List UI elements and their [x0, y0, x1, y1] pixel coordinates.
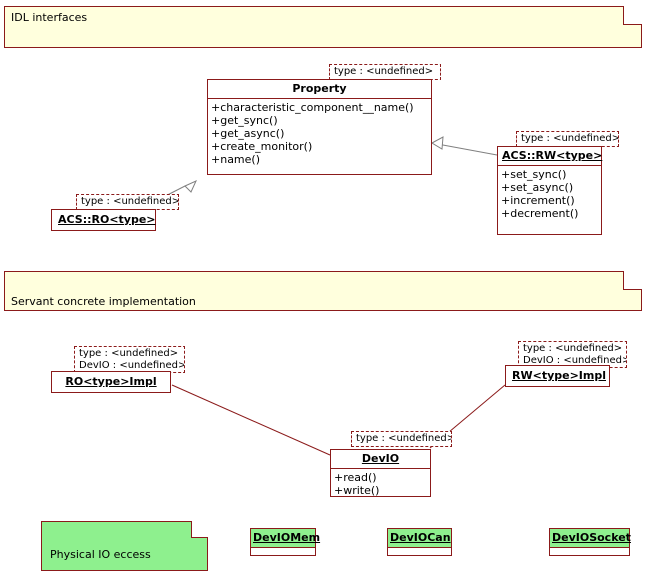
class-deviocan: DevIOCan	[387, 528, 452, 548]
note-physical-io-label: Physical IO eccess	[50, 548, 151, 561]
class-property-operations: +characteristic_component__name() +get_s…	[208, 99, 431, 169]
tag-devio-fold	[451, 431, 463, 447]
class-acs-ro-title: ACS::RO<type>	[58, 213, 156, 226]
tag-acs-rw-type-text: type : <undefined>	[521, 133, 621, 144]
class-property-op-1: +get_sync()	[211, 114, 278, 127]
class-acs-rw-op-0: +set_sync()	[501, 168, 567, 181]
tag-rw-impl-fold	[626, 341, 638, 368]
tag-ro-impl-line-1: DevIO : <undefined>	[79, 360, 187, 371]
class-property-op-3: +create_monitor()	[211, 140, 313, 153]
class-acs-rw-operations: +set_sync() +set_async() +increment() +d…	[498, 166, 601, 223]
class-property-separator	[208, 98, 431, 99]
class-devio: DevIO +read() +write()	[330, 449, 431, 497]
class-property-op-0: +characteristic_component__name()	[211, 101, 414, 114]
class-acs-rw-op-2: +increment()	[501, 194, 575, 207]
class-deviosocket-body	[549, 548, 630, 556]
class-devio-separator	[331, 468, 430, 469]
package-idl-interfaces: IDL interfaces	[4, 6, 642, 48]
class-acs-rw: ACS::RW<type> +set_sync() +set_async() +…	[497, 146, 602, 235]
package-fold-corner	[623, 6, 642, 25]
class-devio-title: DevIO	[361, 452, 400, 465]
note-physical-io-fold	[191, 521, 208, 538]
note-physical-io: Physical IO eccess	[41, 521, 208, 571]
tag-property-fold	[440, 64, 453, 80]
class-property: Property +characteristic_component__name…	[207, 79, 432, 175]
tag-rw-impl: type : <undefined> DevIO : <undefined>	[518, 341, 638, 368]
class-deviosocket: DevIOSocket	[549, 528, 631, 548]
package-idl-interfaces-label: IDL interfaces	[11, 11, 88, 24]
class-acs-rw-op-1: +set_async()	[501, 181, 574, 194]
tag-acs-ro-type-text: type : <undefined>	[81, 196, 181, 207]
class-rw-impl-title: RW<type>Impl	[512, 369, 606, 382]
tag-acs-ro-type: type : <undefined>	[76, 194, 190, 210]
class-deviocan-title: DevIOCan	[390, 531, 451, 544]
tag-rw-impl-line-0: type : <undefined>	[523, 343, 623, 354]
package-servant-label: Servant concrete implementation	[11, 295, 196, 308]
class-deviomem-title: DevIOMem	[253, 531, 321, 544]
class-rw-impl: RW<type>Impl	[505, 365, 610, 387]
package-servant-implementation: Servant concrete implementation	[4, 271, 642, 311]
class-property-op-2: +get_async()	[211, 127, 285, 140]
class-ro-impl: RO<type>Impl	[51, 371, 171, 393]
class-deviomem: DevIOMem	[250, 528, 321, 548]
class-acs-rw-op-3: +decrement()	[501, 207, 579, 220]
class-devio-op-0: +read()	[334, 471, 377, 484]
class-deviocan-body	[387, 548, 452, 556]
class-acs-rw-separator	[498, 165, 601, 166]
tag-rw-impl-line-1: DevIO : <undefined>	[523, 355, 631, 366]
class-devio-operations: +read() +write()	[331, 469, 430, 500]
tag-acs-rw-type: type : <undefined>	[516, 131, 630, 147]
tag-ro-impl-fold	[184, 346, 196, 373]
class-acs-rw-title: ACS::RW<type>	[502, 149, 603, 162]
package-servant-fold-corner	[623, 271, 642, 290]
tag-devio-type: type : <undefined>	[351, 431, 463, 447]
tag-property-type: type : <undefined>	[329, 64, 453, 80]
class-deviomem-body	[250, 548, 316, 556]
tag-acs-ro-fold	[178, 194, 190, 210]
tag-ro-impl-line-0: type : <undefined>	[79, 348, 179, 359]
tag-acs-rw-fold	[618, 131, 630, 147]
class-deviosocket-title: DevIOSocket	[552, 531, 631, 544]
class-property-title: Property	[292, 82, 347, 95]
class-devio-op-1: +write()	[334, 484, 380, 497]
class-property-op-4: +name()	[211, 153, 260, 166]
class-ro-impl-title: RO<type>Impl	[65, 375, 157, 388]
tag-ro-impl: type : <undefined> DevIO : <undefined>	[74, 346, 196, 373]
tag-devio-type-text: type : <undefined>	[356, 433, 456, 444]
tag-property-type-text: type : <undefined>	[334, 66, 434, 77]
class-acs-ro: ACS::RO<type>	[51, 209, 156, 231]
